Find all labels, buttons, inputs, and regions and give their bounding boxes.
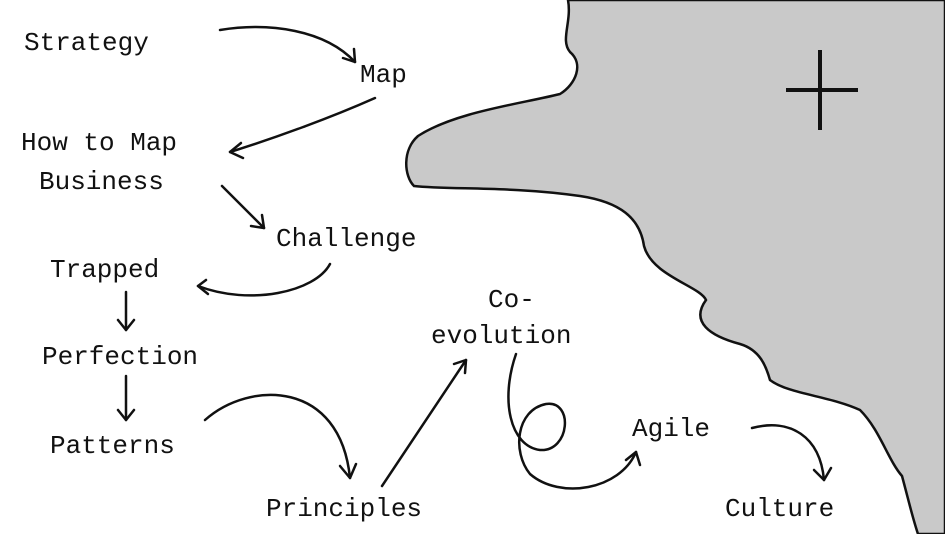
arrow-principles-to-coevolution	[380, 358, 468, 488]
node-map: Map	[360, 60, 407, 90]
node-culture: Culture	[725, 494, 835, 524]
arrow-challenge-to-trapped	[196, 262, 332, 297]
node-challenge: Challenge	[276, 224, 417, 254]
node-trapped: Trapped	[50, 255, 160, 285]
node-business: Business	[39, 167, 164, 197]
arrow-agile-to-culture	[750, 424, 833, 482]
arrow-perfection-to-patterns	[116, 374, 136, 422]
node-principles: Principles	[266, 494, 423, 524]
arrow-coevolution-to-agile	[507, 352, 642, 490]
node-how-to-map: How to Map	[21, 128, 178, 158]
node-agile: Agile	[632, 414, 711, 444]
arrow-patterns-to-principles	[203, 393, 358, 480]
landmass-region	[405, 0, 945, 534]
node-strategy: Strategy	[24, 28, 149, 58]
arrow-business-to-challenge	[220, 184, 266, 230]
arrow-trapped-to-perfection	[116, 290, 136, 332]
arrow-map-to-how-to-map	[228, 96, 377, 160]
node-evolution: evolution	[431, 321, 572, 351]
arrow-strategy-to-map	[218, 25, 357, 64]
crosshair-icon	[786, 50, 858, 130]
node-patterns: Patterns	[50, 431, 175, 461]
node-co: Co-	[488, 285, 535, 315]
node-perfection: Perfection	[42, 342, 199, 372]
